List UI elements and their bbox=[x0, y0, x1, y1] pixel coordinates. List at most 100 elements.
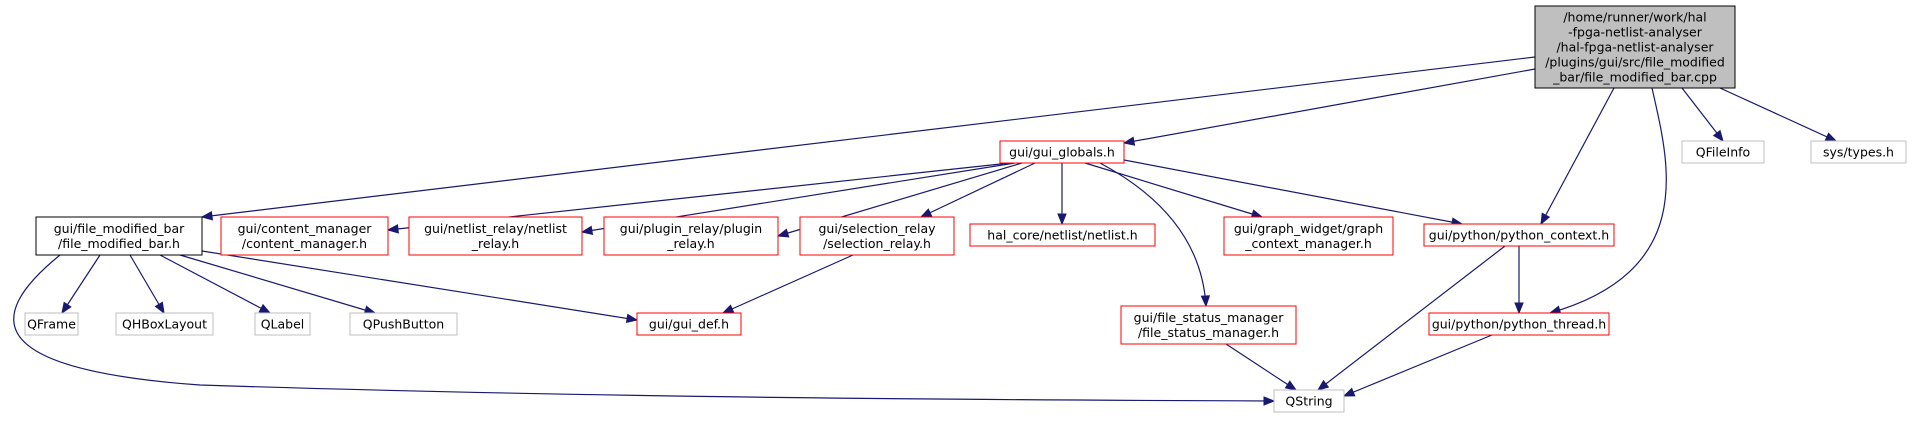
node-label-line: /file_status_manager.h bbox=[1138, 325, 1279, 340]
edge-file_status-to-qstring bbox=[1225, 343, 1298, 391]
node-label-line: gui/graph_widget/graph bbox=[1234, 221, 1383, 236]
arrowhead bbox=[61, 301, 72, 315]
node-label-line: _relay.h bbox=[471, 236, 519, 251]
arrowhead bbox=[1057, 213, 1067, 226]
node-content-manager[interactable]: gui/content_manager/content_manager.h bbox=[220, 216, 389, 256]
arrowhead bbox=[1342, 387, 1356, 397]
node-label-line: _bar/file_modified_bar.cpp bbox=[1552, 70, 1717, 85]
node-box bbox=[1273, 389, 1345, 413]
node-layer: /home/runner/work/hal-fpga-netlist-analy… bbox=[24, 5, 1907, 413]
node-label-line: gui/gui_def.h bbox=[649, 317, 729, 332]
node-box bbox=[969, 223, 1156, 247]
node-box bbox=[24, 312, 79, 336]
arrowhead bbox=[154, 301, 165, 315]
node-selection-relay[interactable]: gui/selection_relay/selection_relay.h bbox=[799, 216, 955, 256]
node-graph-context[interactable]: gui/graph_widget/graph_context_manager.h bbox=[1223, 216, 1394, 256]
node-label-line: /home/runner/work/hal bbox=[1563, 10, 1706, 25]
node-label-line: QFrame bbox=[27, 317, 76, 332]
node-box bbox=[254, 312, 311, 336]
edge-line bbox=[1123, 68, 1536, 144]
node-python-thread[interactable]: gui/python/python_thread.h bbox=[1428, 312, 1610, 336]
edge-python_context-to-qstring bbox=[1316, 245, 1506, 391]
edge-fmb_h-to-qframe bbox=[61, 254, 101, 315]
node-label-line: QPushButton bbox=[363, 317, 444, 332]
node-label-line: gui/python/python_thread.h bbox=[1432, 317, 1606, 332]
edge-fmb_h-to-gui_def bbox=[201, 250, 639, 324]
edge-root-to-fmb_h bbox=[200, 56, 1536, 221]
node-box bbox=[408, 216, 583, 256]
node-box bbox=[220, 216, 389, 256]
edge-root-to-python_thread bbox=[1548, 87, 1667, 315]
node-label-line: QHBoxLayout bbox=[122, 317, 207, 332]
node-box bbox=[603, 216, 779, 256]
node-netlist-relay[interactable]: gui/netlist_relay/netlist_relay.h bbox=[408, 216, 583, 256]
edge-root-to-gui_globals bbox=[1122, 68, 1536, 146]
node-plugin-relay[interactable]: gui/plugin_relay/plugin_relay.h bbox=[603, 216, 779, 256]
node-python-context[interactable]: gui/python/python_context.h bbox=[1423, 223, 1615, 247]
edge-gui_globals-to-netlist_h bbox=[1057, 163, 1067, 226]
arrowhead bbox=[1824, 132, 1838, 142]
edge-line bbox=[1681, 87, 1724, 142]
node-fmb-h[interactable]: gui/file_modified_bar/file_modified_bar.… bbox=[35, 216, 203, 256]
node-systypes: sys/types.h bbox=[1810, 140, 1907, 164]
arrowhead bbox=[1514, 302, 1524, 315]
edge-root-to-systypes bbox=[1719, 87, 1838, 142]
edge-root-to-python_context bbox=[1540, 87, 1615, 226]
node-label-line: -fpga-netlist-analyser bbox=[1568, 25, 1703, 40]
arrowhead bbox=[1540, 212, 1551, 226]
edge-line bbox=[1343, 334, 1493, 397]
edge-fmb_h-to-qlabel bbox=[159, 254, 272, 314]
node-label-line: gui/gui_globals.h bbox=[1009, 145, 1115, 160]
arrowhead bbox=[919, 208, 933, 218]
node-label-line: gui/content_manager bbox=[238, 221, 373, 236]
edge-line bbox=[1084, 162, 1263, 218]
node-label-line: gui/file_status_manager bbox=[1134, 310, 1285, 325]
node-box bbox=[1681, 140, 1765, 164]
arrowhead bbox=[1122, 136, 1136, 146]
edge-line bbox=[1123, 159, 1463, 225]
arrowhead bbox=[1316, 379, 1330, 391]
edge-root-to-qfileinfo bbox=[1681, 87, 1724, 143]
arrowhead bbox=[1712, 129, 1724, 143]
node-file-status[interactable]: gui/file_status_manager/file_status_mana… bbox=[1120, 305, 1297, 345]
node-label-line: sys/types.h bbox=[1823, 145, 1894, 160]
edge-line bbox=[201, 56, 1536, 218]
node-qpushbutton: QPushButton bbox=[349, 312, 458, 336]
edge-line bbox=[1317, 245, 1506, 391]
node-box bbox=[1120, 305, 1297, 345]
edge-gui_globals-to-graph_context bbox=[1084, 162, 1264, 219]
node-label-line: gui/file_modified_bar bbox=[54, 221, 185, 236]
node-label-line: _relay.h bbox=[666, 236, 714, 251]
node-netlist-h[interactable]: hal_core/netlist/netlist.h bbox=[969, 223, 1156, 247]
node-box bbox=[1810, 140, 1907, 164]
arrowhead bbox=[776, 228, 790, 238]
node-label-line: QFileInfo bbox=[1696, 145, 1750, 160]
node-root[interactable]: /home/runner/work/hal-fpga-netlist-analy… bbox=[1534, 5, 1736, 89]
arrowhead bbox=[580, 225, 594, 236]
node-label-line: /selection_relay.h bbox=[823, 236, 931, 251]
node-label-line: /file_modified_bar.h bbox=[58, 236, 180, 251]
node-gui-globals[interactable]: gui/gui_globals.h bbox=[999, 140, 1125, 164]
edge-gui_globals-to-selection_relay bbox=[919, 162, 1036, 218]
node-label-line: gui/python/python_context.h bbox=[1429, 228, 1609, 243]
node-label-line: /plugins/gui/src/file_modified bbox=[1545, 55, 1725, 70]
edge-line bbox=[159, 254, 271, 314]
node-box bbox=[636, 312, 742, 336]
edge-line bbox=[722, 254, 854, 314]
edge-line bbox=[1549, 87, 1667, 314]
node-label-line: QString bbox=[1285, 394, 1332, 409]
edge-line bbox=[13, 254, 1275, 402]
arrowhead bbox=[258, 303, 272, 314]
edge-fmb_h-to-qpushbutton bbox=[179, 254, 377, 315]
node-box bbox=[115, 312, 214, 336]
edge-line bbox=[1099, 162, 1207, 307]
node-gui-def[interactable]: gui/gui_def.h bbox=[636, 312, 742, 336]
node-qfileinfo: QFileInfo bbox=[1681, 140, 1765, 164]
edge-line bbox=[1225, 343, 1297, 391]
edge-fmb_h-to-qhboxlayout bbox=[129, 254, 165, 315]
edge-line bbox=[201, 250, 638, 321]
edge-python_context-to-python_thread bbox=[1514, 246, 1524, 315]
node-box bbox=[1423, 223, 1615, 247]
edge-gui_globals-to-file_status bbox=[1099, 162, 1211, 308]
